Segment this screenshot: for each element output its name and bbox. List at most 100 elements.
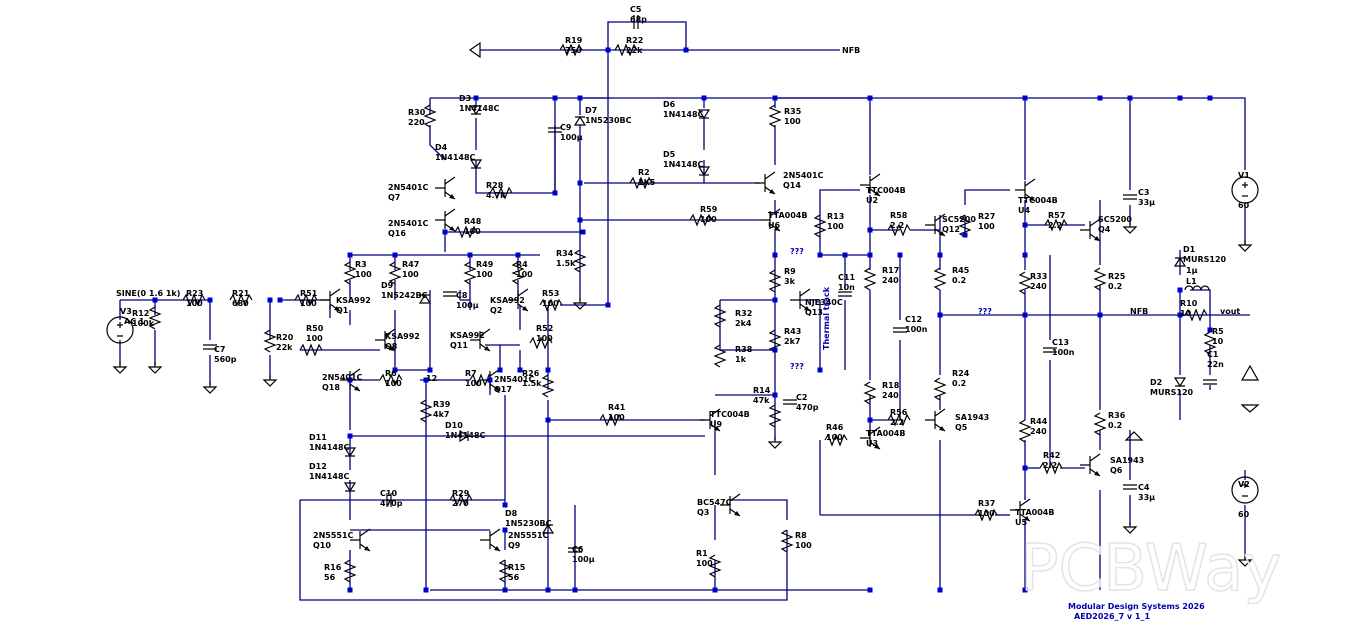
junction-dot-30 xyxy=(497,367,503,373)
resistor-r39-value: 4k7 xyxy=(433,410,449,419)
transistor-u2-name: U2 xyxy=(866,196,878,205)
resistor-r2-value: 1K5 xyxy=(638,178,656,187)
junction-dot-49 xyxy=(772,297,778,303)
transistor-u4 xyxy=(1015,178,1036,202)
resistor-r30-name: R30 xyxy=(408,108,426,117)
resistor-r32-name: R32 xyxy=(735,309,752,318)
capacitor-c3-name: C3 xyxy=(1138,188,1149,197)
resistor-r45-name: R45 xyxy=(952,266,970,275)
transistor-u6-arrow xyxy=(774,226,780,231)
diode-d8 xyxy=(541,523,555,534)
resistor-r46-name: R46 xyxy=(826,423,844,432)
signal-source-v3-polarity xyxy=(117,322,123,337)
junction-dot-23 xyxy=(277,297,283,303)
junction-dot-46 xyxy=(937,587,943,593)
resistor-r17-name: R17 xyxy=(882,266,899,275)
transistor-q8-part: KSA992 xyxy=(385,332,420,341)
net-label-unknown-1: ??? xyxy=(790,247,804,256)
transistor-q13-part: NJE340C xyxy=(805,298,843,307)
transistor-u6 xyxy=(760,208,781,232)
resistor-r47-name: R47 xyxy=(402,260,419,269)
resistor-r35-name: R35 xyxy=(784,107,802,116)
resistor-r26 xyxy=(541,374,555,398)
capacitor-c5-name: C5 xyxy=(630,5,642,14)
transistor-q4-arrow xyxy=(1094,236,1100,241)
resistor-r23 xyxy=(182,293,206,307)
junction-dot-47 xyxy=(1022,587,1028,593)
capacitor-c4-value: 33µ xyxy=(1138,493,1155,502)
resistor-r49-value: 100 xyxy=(476,270,493,279)
resistor-r12 xyxy=(148,306,162,330)
capacitor-c2-value: 470p xyxy=(796,403,819,412)
resistor-r33 xyxy=(1018,271,1032,295)
footer-company: Modular Design Systems 2026 xyxy=(1068,602,1205,611)
resistor-r19 xyxy=(559,43,583,57)
diode-d3-part: 1N4148C xyxy=(459,104,500,113)
resistor-r24-name: R24 xyxy=(952,369,970,378)
resistor-r1-value: 100 xyxy=(696,559,713,568)
resistor-r45-value: 0.2 xyxy=(952,276,966,285)
resistor-r37 xyxy=(974,508,998,522)
resistor-r1 xyxy=(708,554,722,578)
resistor-r41-value: 100 xyxy=(608,413,625,422)
resistor-r16 xyxy=(343,559,357,583)
resistor-r8-value: 100 xyxy=(795,541,812,550)
resistor-r9-name: R9 xyxy=(784,267,796,276)
transistor-q6 xyxy=(1080,453,1101,477)
transistor-u3-arrow xyxy=(874,444,880,449)
resistor-r27-value: 100 xyxy=(978,222,995,231)
transistor-u2-part: TTC004B xyxy=(866,186,906,195)
junction-dot-15 xyxy=(577,217,583,223)
diode-d6-part: 1N4148C xyxy=(663,110,704,119)
transistor-q2 xyxy=(508,288,529,312)
transistor-q12-part: SC5200 xyxy=(942,215,976,224)
resistor-r13-name: R13 xyxy=(827,212,844,221)
resistor-r34-name: R34 xyxy=(556,249,574,258)
junction-dot-58 xyxy=(1022,312,1028,318)
transistor-u6-name: U6 xyxy=(768,221,780,230)
resistor-r19-name: R19 xyxy=(565,36,583,45)
capacitor-c11-value: 10n xyxy=(838,283,855,292)
resistor-r3-value: 100 xyxy=(355,270,372,279)
resistor-r56 xyxy=(887,413,911,427)
capacitor-c7 xyxy=(203,344,217,350)
transistor-q12-arrow xyxy=(939,231,945,236)
capacitor-c9-name: C9 xyxy=(560,123,572,132)
ground-symbol-9 xyxy=(1122,522,1138,534)
transistor-q9-part: 2N5551C xyxy=(508,531,549,540)
junction-dot-10 xyxy=(1127,95,1133,101)
resistor-r53 xyxy=(539,298,563,312)
resistor-r1-name: R1 xyxy=(696,549,708,558)
junction-dot-62 xyxy=(1097,312,1103,318)
resistor-r38-value: 1k xyxy=(735,355,747,364)
diode-d3-name: D3 xyxy=(459,94,471,103)
capacitor-c13-name: C13 xyxy=(1052,338,1069,347)
diode-d11-name: D11 xyxy=(309,433,327,442)
capacitor-c6-value: 100µ xyxy=(572,555,595,564)
resistor-r57 xyxy=(1044,218,1068,232)
resistor-r21-name: R21 xyxy=(232,289,250,298)
transistor-u5-name: U5 xyxy=(1015,518,1027,527)
transistor-u5 xyxy=(1010,498,1031,522)
diode-d4-part: 1N4148C xyxy=(435,153,476,162)
resistor-r21-value: 680 xyxy=(232,299,249,308)
capacitor-c11 xyxy=(838,291,852,297)
resistor-r37-value: 100 xyxy=(978,509,995,518)
resistor-r33-value: 240 xyxy=(1030,282,1047,291)
resistor-r18 xyxy=(863,381,877,405)
junction-dot-50 xyxy=(772,347,778,353)
resistor-r17 xyxy=(863,267,877,291)
junction-dot-68 xyxy=(897,252,903,258)
resistor-r56-name: R56 xyxy=(890,408,908,417)
transistor-q7 xyxy=(435,176,456,200)
voltage-source-v2-polarity xyxy=(1242,482,1248,497)
transistor-u6-part: TTA004B xyxy=(768,211,807,220)
net-label-unknown-2: ??? xyxy=(790,362,804,371)
junction-dot-63 xyxy=(1177,312,1183,318)
net-label-12: 12 xyxy=(426,374,437,383)
transistor-q8-name: Q8 xyxy=(385,342,398,351)
junction-dot-31 xyxy=(517,367,523,373)
diode-d12-part: 1N4148C xyxy=(309,472,350,481)
net-label-nfb-mid: NFB xyxy=(1130,307,1148,316)
diode-d4 xyxy=(469,159,483,170)
